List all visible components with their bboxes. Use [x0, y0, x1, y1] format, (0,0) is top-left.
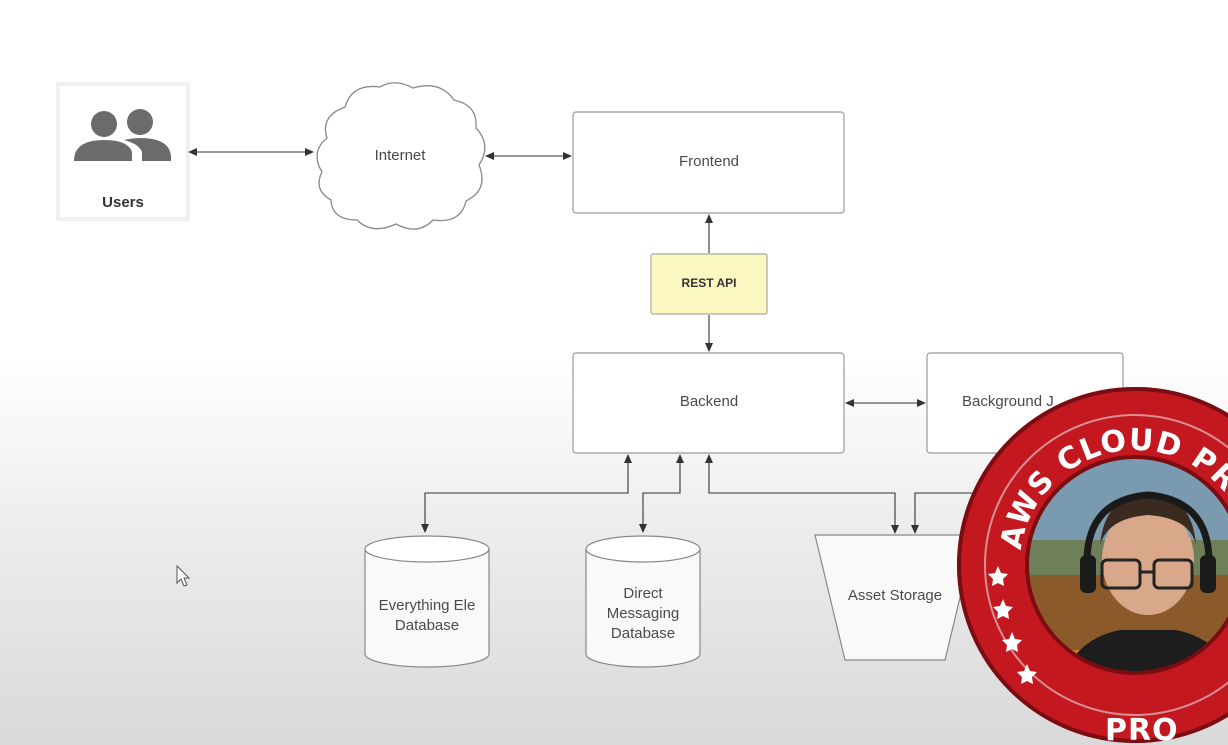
messaging-db-line2: Messaging: [607, 605, 680, 622]
background-jobs-label: Background J: [962, 393, 1054, 410]
internet-node: Internet: [316, 82, 486, 230]
messaging-db-line3: Database: [611, 625, 675, 642]
star-icon: [1002, 632, 1022, 652]
asset-storage-node: Asset Storage: [814, 534, 976, 661]
frontend-label: Frontend: [679, 153, 739, 170]
badge-stars: [988, 566, 1037, 684]
arrow-background-asset-storage: [911, 492, 990, 534]
messaging-db-line1: Direct: [623, 585, 663, 602]
arrow-backend-messaging-db: [639, 454, 684, 533]
everything-else-database: Everything Ele Database: [364, 535, 490, 668]
badge-bottom-text: PRO: [1105, 713, 1179, 745]
direct-messaging-database: Direct Messaging Database: [585, 535, 701, 668]
star-icon: [1017, 664, 1037, 684]
arrow-backend-asset-storage: [705, 454, 899, 534]
users-icon: [74, 109, 171, 161]
arrow-backend-everything-db: [421, 454, 632, 533]
internet-label: Internet: [375, 147, 427, 164]
star-icon: [988, 566, 1008, 586]
users-node: Users: [56, 82, 190, 221]
backend-label: Backend: [680, 393, 738, 410]
users-label: Users: [102, 194, 144, 211]
backend-node: Backend: [572, 352, 845, 454]
frontend-node: Frontend: [572, 111, 845, 214]
everything-db-line1: Everything Ele: [379, 597, 476, 614]
rest-api-node: REST API: [650, 253, 768, 315]
everything-db-line2: Database: [395, 617, 459, 634]
asset-storage-label: Asset Storage: [848, 587, 942, 604]
mouse-cursor-icon: [176, 564, 191, 587]
connectors: [188, 148, 990, 534]
star-icon: [993, 599, 1013, 619]
rest-api-label: REST API: [682, 276, 737, 290]
